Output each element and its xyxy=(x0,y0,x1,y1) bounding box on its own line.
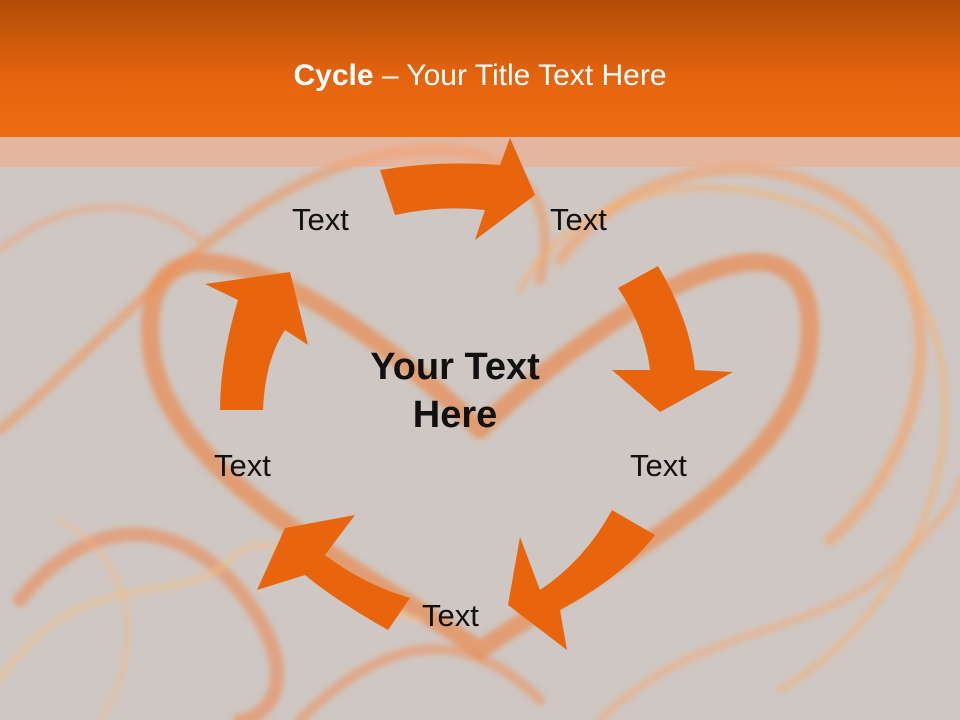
cycle-arrow-3 xyxy=(508,510,655,650)
cycle-label-left: Text xyxy=(214,448,271,483)
slide-title: Cycle – Your Title Text Here xyxy=(0,58,960,94)
title-rest: – Your Title Text Here xyxy=(373,59,667,92)
cycle-arrow-2 xyxy=(612,266,733,412)
cycle-label-top-left: Text xyxy=(292,202,349,237)
center-text-line1: Your Text xyxy=(370,346,540,388)
cycle-label-right: Text xyxy=(630,448,687,483)
center-text: Your Text Here xyxy=(325,343,585,439)
title-bold-part: Cycle xyxy=(293,59,374,92)
title-underline-band xyxy=(0,137,960,167)
title-bar xyxy=(0,0,960,137)
cycle-label-bottom: Text xyxy=(422,598,479,633)
cycle-arrow-1 xyxy=(380,138,535,240)
cycle-label-top-right: Text xyxy=(550,202,607,237)
cycle-arrow-5 xyxy=(205,272,308,410)
cycle-arrow-4 xyxy=(257,515,410,630)
center-text-line2: Here xyxy=(412,394,498,436)
